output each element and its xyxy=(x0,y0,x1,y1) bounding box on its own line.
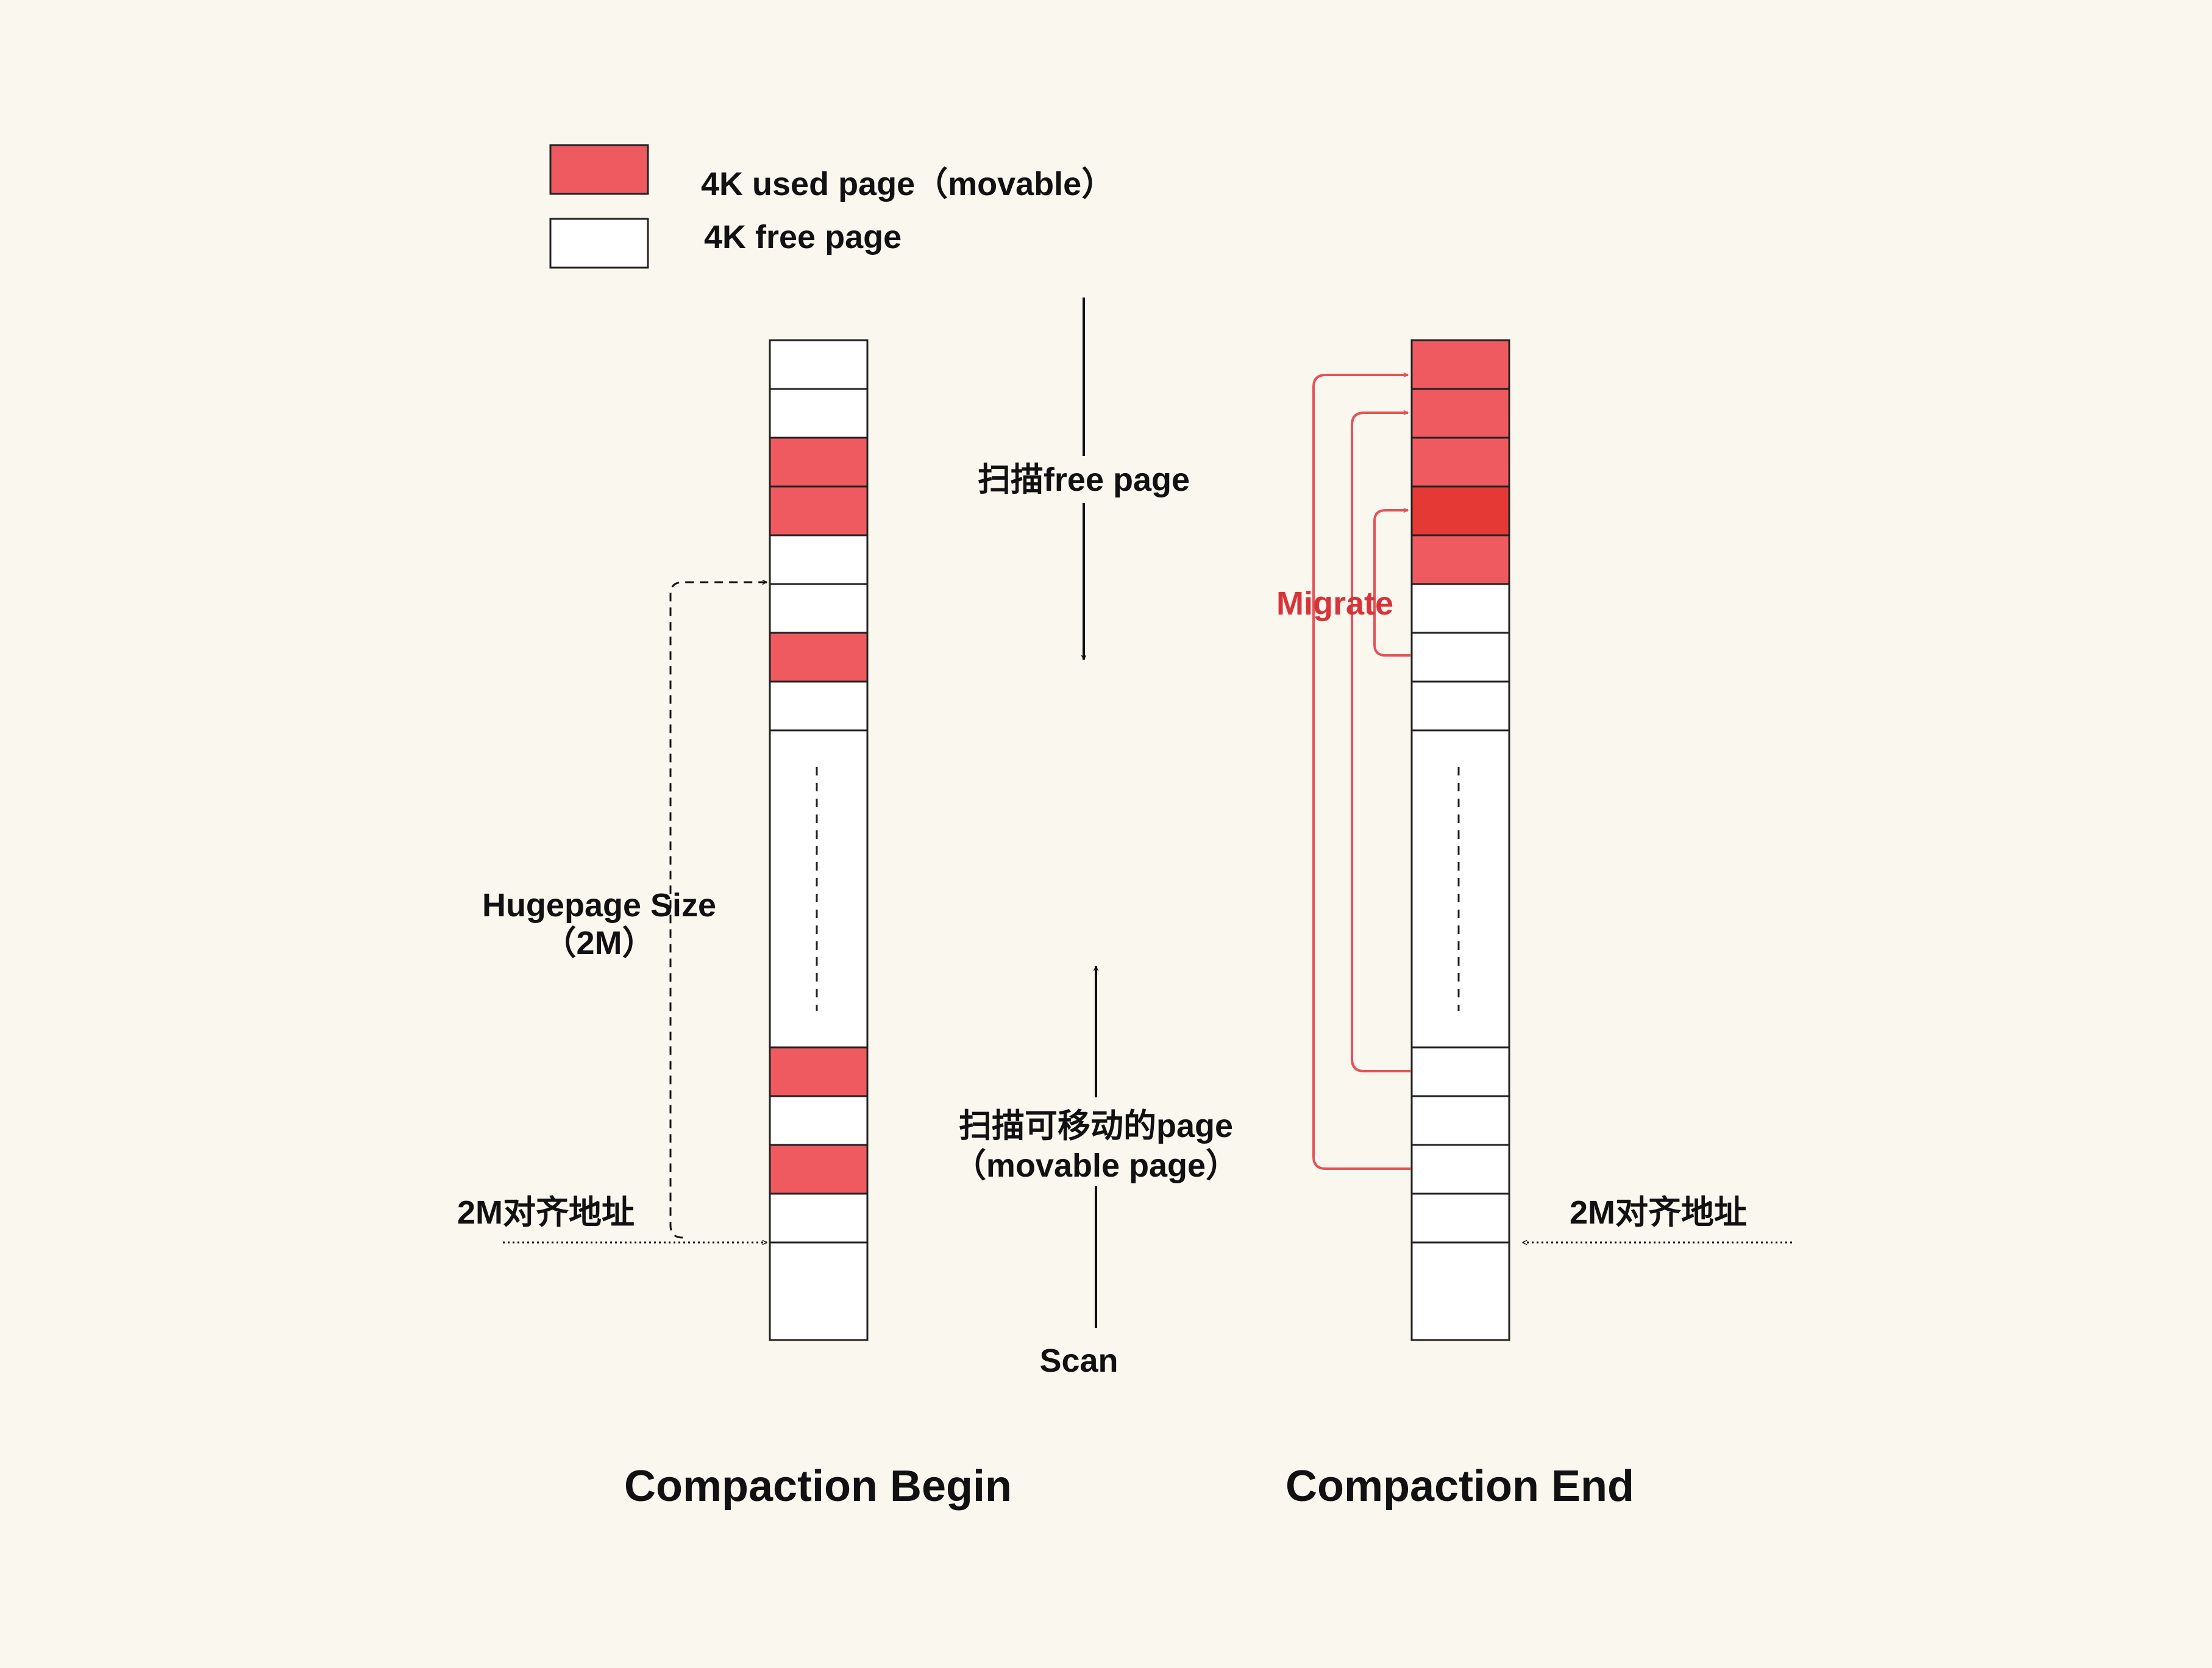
end-page-used xyxy=(1410,437,1510,488)
end-page-free xyxy=(1410,1241,1510,1341)
migrate-arrows: Migrate xyxy=(1276,375,1411,1170)
scan-movable-label-2: （movable page） xyxy=(953,1147,1239,1184)
begin-page-free xyxy=(769,680,869,732)
begin-page-free xyxy=(769,1095,869,1146)
column-compaction-end xyxy=(1410,339,1510,1341)
end-page-used xyxy=(1410,388,1510,439)
legend-used-label: 4K used page（movable） xyxy=(701,166,1114,202)
begin-page-free xyxy=(769,1241,869,1341)
end-page-used-highlight xyxy=(1410,485,1510,536)
legend-free-swatch xyxy=(549,218,649,269)
legend-free-label: 4K free page xyxy=(704,219,902,255)
hugepage-size-label-2: （2M） xyxy=(543,925,655,961)
end-page-used xyxy=(1410,534,1510,585)
begin-page-free xyxy=(769,1192,869,1244)
aligned-address-left-label: 2M对齐地址 xyxy=(457,1194,635,1231)
end-page-used xyxy=(1410,339,1510,390)
end-page-free xyxy=(1410,632,1510,683)
end-page-free xyxy=(1410,1095,1510,1146)
begin-page-used xyxy=(769,485,869,536)
end-page-free xyxy=(1410,583,1510,634)
column-compaction-begin xyxy=(769,339,869,1341)
begin-page-free xyxy=(769,339,869,390)
begin-page-free xyxy=(769,388,869,439)
begin-page-used xyxy=(769,1144,869,1195)
title-compaction-end: Compaction End xyxy=(1286,1462,1634,1511)
end-page-free xyxy=(1410,1192,1510,1244)
aligned-address-left: 2M对齐地址 xyxy=(457,1194,767,1242)
end-page-free xyxy=(1410,1046,1510,1097)
end-elided-pages xyxy=(1410,729,1510,1049)
begin-page-used xyxy=(769,1046,869,1097)
hugepage-size-label-1: Hugepage Size xyxy=(482,887,716,924)
legend-used-swatch xyxy=(549,144,649,195)
scan-label: Scan xyxy=(1039,1342,1118,1379)
migrate-arrow-3 xyxy=(1373,510,1411,657)
aligned-address-right-label: 2M对齐地址 xyxy=(1570,1194,1747,1231)
scan-free-arrow: 扫描free page xyxy=(978,298,1190,660)
scan-movable-label-1: 扫描可移动的page xyxy=(959,1108,1233,1144)
hugepage-size-bracket: Hugepage Size （2M） xyxy=(482,582,767,1239)
migrate-label: Migrate xyxy=(1276,585,1393,622)
legend: 4K used page（movable） 4K free page xyxy=(549,144,1114,269)
begin-page-free xyxy=(769,534,869,585)
end-page-free xyxy=(1410,1144,1510,1195)
begin-elided-pages xyxy=(769,729,869,1049)
scan-movable-arrow: 扫描可移动的page （movable page） Scan xyxy=(953,966,1239,1379)
migrate-arrow-2 xyxy=(1351,413,1411,1072)
aligned-address-right: 2M对齐地址 xyxy=(1523,1194,1792,1242)
migrate-arrow-1 xyxy=(1312,375,1411,1170)
begin-page-free xyxy=(769,583,869,634)
begin-page-used xyxy=(769,437,869,488)
scan-free-label: 扫描free page xyxy=(978,462,1190,498)
begin-page-used xyxy=(769,632,869,683)
end-page-free xyxy=(1410,680,1510,732)
title-compaction-begin: Compaction Begin xyxy=(624,1462,1012,1511)
